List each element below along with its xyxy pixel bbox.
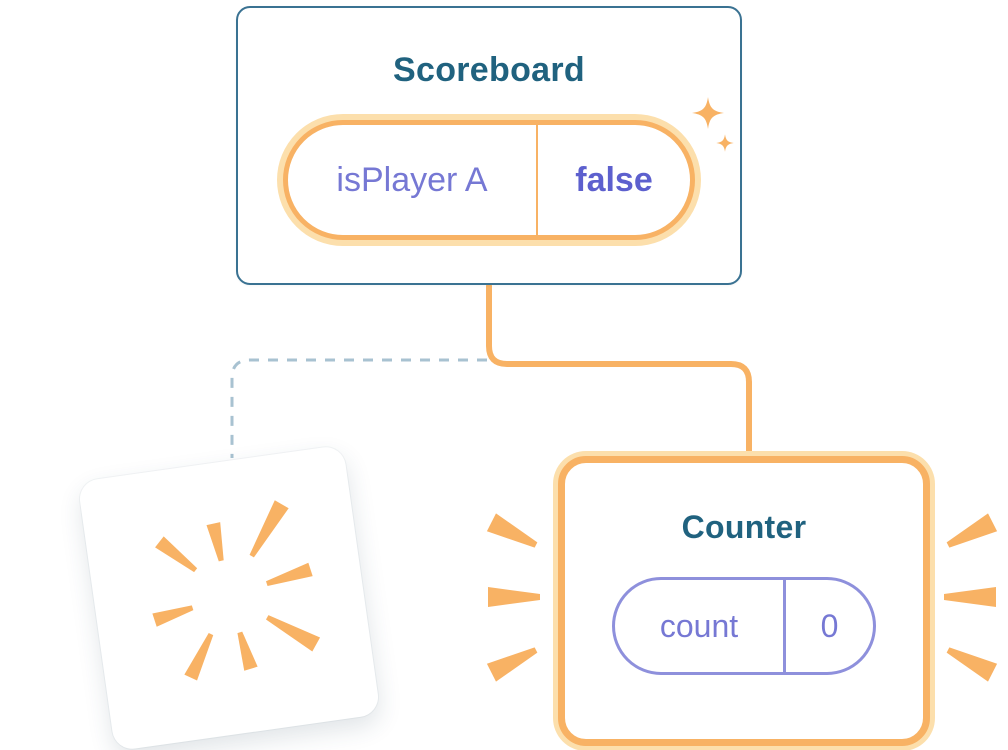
pill-divider: [536, 125, 538, 235]
counter-state-key: count: [659, 607, 739, 644]
connector-dashed-destroyed: [230, 358, 487, 458]
scoreboard-state-value: false: [575, 160, 653, 199]
counter-state-pill: count 0: [612, 577, 876, 675]
counter-title: Counter: [681, 509, 807, 545]
poof-rays-icon: [152, 500, 321, 681]
destroyed-component-card: [77, 444, 381, 750]
scoreboard-title: Scoreboard: [393, 51, 585, 89]
counter-state-value: 0: [820, 607, 839, 644]
scoreboard-card: Scoreboard isPlayer A false: [236, 6, 742, 285]
pill-divider: [783, 580, 786, 672]
counter-card: Counter count 0: [558, 456, 930, 746]
scoreboard-state-key: isPlayer A: [336, 160, 488, 199]
scoreboard-state-pill: isPlayer A false: [283, 120, 695, 240]
connector-solid-counter: [486, 283, 752, 462]
